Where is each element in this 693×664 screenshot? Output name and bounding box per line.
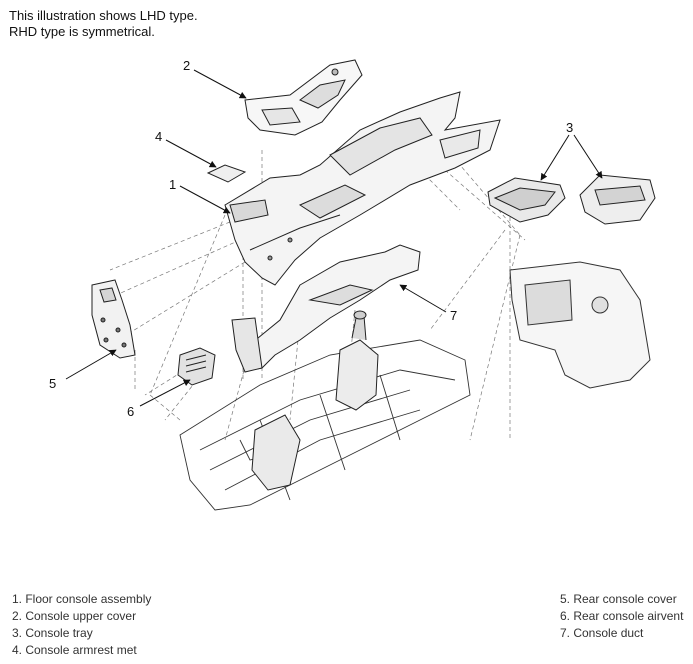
legend-item: 5. Rear console cover bbox=[560, 592, 677, 606]
illustration-note: This illustration shows LHD type. RHD ty… bbox=[9, 8, 198, 40]
gear-shift-mechanism bbox=[335, 310, 379, 411]
floor-console-assembly bbox=[224, 91, 501, 286]
leader-1 bbox=[179, 185, 231, 214]
leader-3a bbox=[540, 134, 570, 181]
parts-legend-left: 1. Floor console assembly 2. Console upp… bbox=[12, 591, 151, 659]
legend-item: 1. Floor console assembly bbox=[12, 592, 152, 606]
console-armrest-mat bbox=[206, 164, 247, 183]
legend-item: 3. Console tray bbox=[12, 626, 93, 640]
callout-7: 7 bbox=[450, 308, 457, 323]
callout-6: 6 bbox=[127, 404, 134, 419]
note-line-rhd: RHD type is symmetrical. bbox=[9, 24, 155, 39]
parts-legend-right: 5. Rear console cover 6. Rear console ai… bbox=[560, 591, 683, 642]
leader-3b bbox=[573, 134, 603, 179]
vehicle-floor-pan bbox=[179, 339, 471, 511]
dashboard-center-fascia bbox=[509, 261, 651, 389]
console-tray-right bbox=[579, 174, 656, 225]
legend-item: 4. Console armrest met bbox=[12, 643, 137, 657]
callout-4: 4 bbox=[155, 129, 162, 144]
legend-item: 7. Console duct bbox=[560, 626, 644, 640]
callout-1: 1 bbox=[169, 177, 176, 192]
console-duct bbox=[231, 244, 421, 373]
console-upper-cover bbox=[244, 59, 363, 136]
legend-item: 2. Console upper cover bbox=[12, 609, 137, 623]
leader-6 bbox=[139, 379, 191, 407]
callout-3: 3 bbox=[566, 120, 573, 135]
console-tray-left bbox=[487, 177, 566, 223]
rear-console-airvent bbox=[177, 347, 216, 386]
callout-2: 2 bbox=[183, 58, 190, 73]
callout-5: 5 bbox=[49, 376, 56, 391]
leader-7 bbox=[399, 284, 447, 313]
legend-item: 6. Rear console airvent bbox=[560, 609, 684, 623]
leader-2 bbox=[193, 69, 247, 99]
leader-5 bbox=[65, 349, 117, 380]
rear-console-cover bbox=[91, 279, 136, 359]
callout-leaders bbox=[65, 69, 603, 407]
leader-4 bbox=[165, 139, 217, 168]
console-mounting-bracket bbox=[251, 414, 301, 491]
note-line-lhd: This illustration shows LHD type. bbox=[9, 8, 198, 23]
